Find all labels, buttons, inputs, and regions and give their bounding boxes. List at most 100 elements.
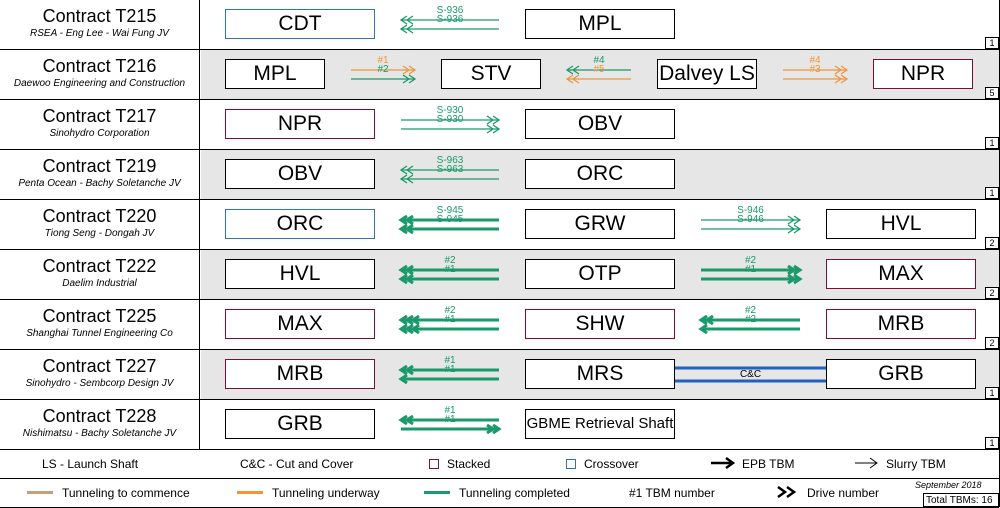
tbm-label: #1 [444, 355, 456, 366]
epb-arrow-icon [711, 456, 736, 470]
tbm-label: S-930 [436, 105, 464, 116]
crossover-swatch [566, 459, 576, 469]
legend-completed: Tunneling completed [459, 486, 570, 500]
contract-title: Contract T225 [42, 306, 157, 326]
station-box: OBV [225, 159, 375, 189]
tbm-label: S-963 [436, 164, 464, 175]
legend-underway: Tunneling underway [272, 486, 380, 500]
drive-arrow-icon [701, 215, 802, 225]
tbm-label: #2 [744, 305, 757, 316]
underway-line-icon [237, 491, 263, 494]
tbm-label: #1 [444, 414, 456, 425]
tbm-label: #1 [377, 55, 389, 66]
tbm-label: #2 [377, 64, 389, 75]
station-box: ORC [525, 159, 675, 189]
tbm-label: #2 [744, 314, 757, 325]
tbm-count: 1 [985, 387, 999, 399]
station-box: GRW [525, 209, 675, 239]
tbm-count: 2 [985, 337, 999, 349]
drive-links [401, 115, 501, 134]
tbm-label: #2 [444, 255, 456, 266]
tbm-label: #2 [744, 255, 757, 266]
row-background [201, 50, 999, 99]
station-box: NPR [225, 109, 375, 139]
tbm-count: 2 [985, 287, 999, 299]
drive-arrow-icon [701, 273, 803, 285]
tbm-label: #4 [809, 55, 821, 66]
drive-links [398, 414, 502, 435]
legend-tbm-number: #1 TBM number [629, 486, 715, 500]
drive-arrow-icon [698, 323, 800, 335]
contract-title: Contract T215 [42, 6, 157, 26]
station-box: CDT [225, 9, 375, 39]
drive-arrow-icon [565, 65, 631, 75]
contract-title: Contract T220 [42, 206, 157, 226]
tbm-label: S-936 [436, 14, 464, 25]
contract-title: Contract T217 [42, 106, 157, 126]
tbm-count: 5 [985, 87, 999, 99]
station-box: MAX [225, 309, 375, 339]
slurry-arrow-icon [855, 457, 878, 469]
station-box: MAX [826, 259, 976, 289]
divider [0, 249, 999, 250]
completed-line-icon [424, 491, 450, 494]
station-box: MPL [225, 59, 325, 89]
legend-drive-number: Drive number [807, 486, 880, 500]
drive-arrow-icon [398, 323, 499, 335]
drive-arrow-icon [399, 24, 499, 34]
drive-arrow-icon [398, 264, 499, 276]
station-box: GRB [225, 409, 375, 439]
drive-arrow-icon [399, 15, 499, 25]
tbm-label: S-946 [737, 205, 764, 216]
station-box: GBME Retrieval Shaft [525, 409, 675, 439]
stacked-swatch [429, 459, 439, 469]
drive-links [351, 65, 849, 84]
drive-links [398, 264, 803, 285]
tbm-label: S-936 [436, 5, 464, 16]
drive-arrow-icon [398, 223, 499, 235]
tbm-label: #1 [444, 364, 456, 375]
drive-arrow-icon [398, 373, 499, 385]
drive-links [398, 214, 802, 235]
tbm-label: #1 [444, 264, 456, 275]
drive-links [399, 165, 499, 184]
tbm-label: #1 [444, 405, 456, 416]
contract-subtitle: Daewoo Engineering and Construction [13, 78, 186, 89]
station-box: Dalvey LS [657, 59, 757, 89]
drive-arrow-icon [565, 74, 631, 84]
legend-commence: Tunneling to commence [62, 486, 190, 500]
drive-links [398, 314, 800, 335]
station-box: MRS [525, 359, 675, 389]
tbm-label: S-946 [737, 214, 764, 225]
drive-arrow-icon [401, 423, 502, 435]
station-box: MPL [525, 9, 675, 39]
station-box: OTP [525, 259, 675, 289]
legend-stacked: Stacked [447, 457, 491, 471]
legend-launch-shaft: LS - Launch Shaft [42, 457, 139, 471]
station-box: MRB [826, 309, 976, 339]
drive-arrow-icon [351, 65, 417, 75]
drive-arrow-icon [398, 414, 499, 426]
divider [0, 349, 999, 350]
contract-title: Contract T228 [42, 406, 157, 426]
contract-title: Contract T222 [42, 256, 157, 276]
tbm-count: 1 [985, 137, 999, 149]
tbm-label: S-945 [436, 205, 464, 216]
contract-subtitle: Shanghai Tunnel Engineering Co [26, 328, 173, 339]
drive-arrow-icon [783, 74, 849, 84]
station-box: NPR [873, 59, 973, 89]
station-box: ORC [225, 209, 375, 239]
legend-crossover: Crossover [584, 457, 639, 471]
tbm-label: #1 [444, 314, 456, 325]
contract-subtitle: Tiong Seng - Dongah JV [44, 228, 155, 239]
contract-subtitle: Sinohydro - Sembcorp Design JV [25, 378, 174, 389]
drive-arrow-icon [701, 264, 803, 276]
drive-arrow-icon [701, 224, 802, 234]
